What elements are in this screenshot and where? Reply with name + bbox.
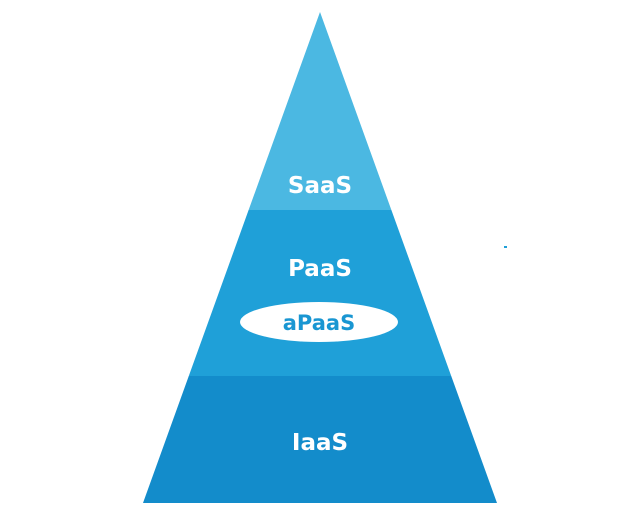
layer-saas-label: SaaS: [288, 173, 352, 199]
apaas-badge-label: aPaaS: [283, 311, 355, 335]
layer-iaas: [143, 376, 497, 503]
apaas-badge: [240, 302, 398, 342]
layer-paas: [143, 210, 497, 376]
accent-dot: [504, 246, 507, 248]
layer-paas-label: PaaS: [288, 256, 352, 282]
layer-iaas-label: IaaS: [292, 430, 348, 456]
